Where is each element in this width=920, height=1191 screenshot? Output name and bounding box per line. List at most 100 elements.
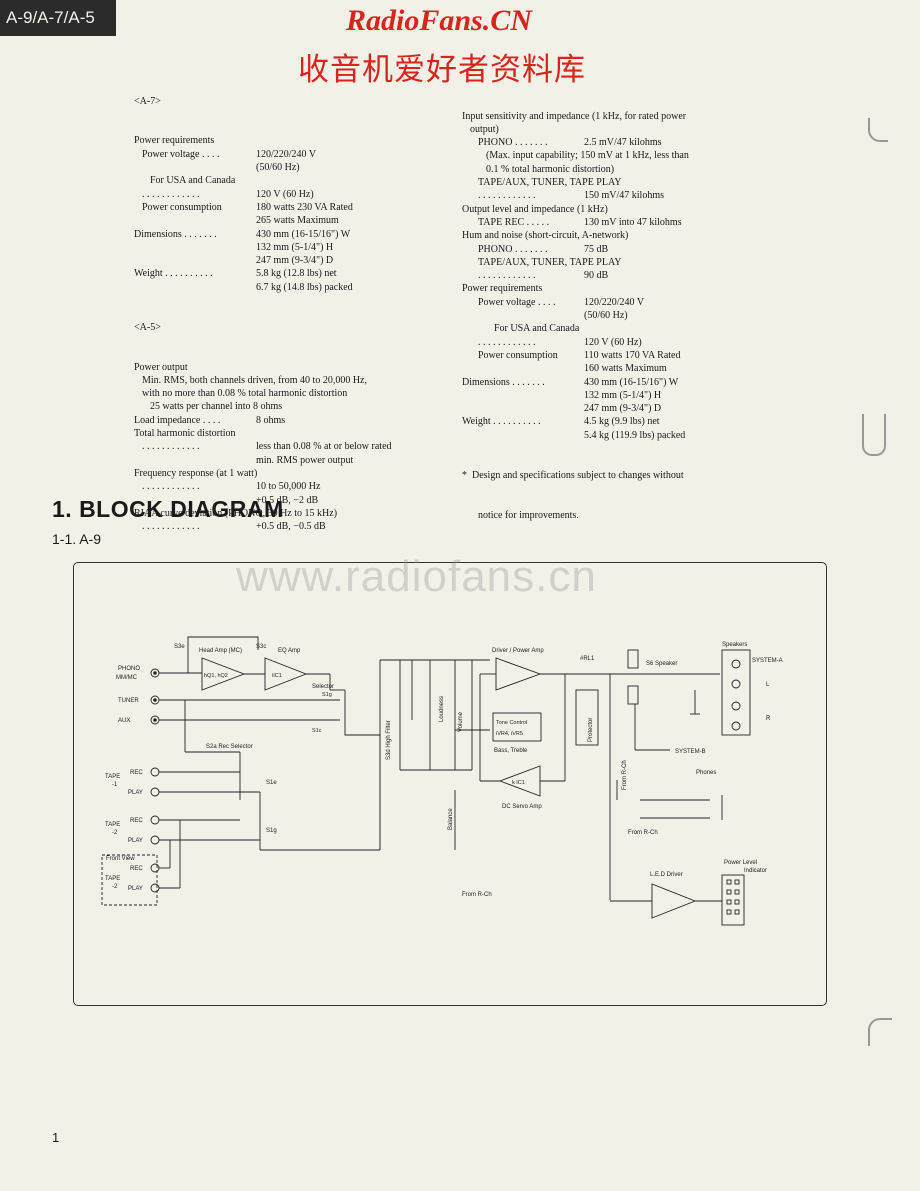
spec-value: +0.5 dB, −2 dB: [256, 494, 319, 506]
spec-row: Input sensitivity and impedance (1 kHz, …: [462, 110, 762, 123]
spec-label: RIAA curve deviation (PHONO, 30 Hz to 15…: [134, 507, 338, 519]
spec-label: 0.1 % total harmonic distortion): [486, 163, 615, 175]
spec-label: Frequency response (at 1 watt): [134, 467, 258, 479]
site-watermark-chinese: 收音机爱好者资料库: [298, 52, 586, 88]
spec-row: +0.5 dB, −2 dB: [134, 494, 454, 507]
spec-value: 132 mm (5-1/4") H: [584, 389, 662, 401]
spec-value: 6.7 kg (14.8 lbs) packed: [256, 281, 353, 293]
binder-hole-mid: [862, 414, 886, 456]
spec-row: (50/60 Hz): [462, 309, 762, 322]
spec-label: PHONO . . . . . . .: [478, 137, 548, 149]
spec-row: Load impedance . . . .8 ohms: [134, 414, 454, 427]
spec-row: PHONO . . . . . . . 2.5 mV/47 kilohms: [462, 136, 762, 149]
spec-value: 75 dB: [584, 243, 609, 255]
spec-row: Power voltage . . . . 120/220/240 V: [462, 296, 762, 309]
spec-value: 150 mV/47 kilohms: [584, 190, 665, 202]
spec-value: 160 watts Maximum: [584, 363, 667, 375]
spec-row: Frequency response (at 1 watt): [134, 467, 454, 480]
spec-row: 25 watts per channel into 8 ohms: [134, 400, 454, 413]
a7-title: <A-7>: [134, 95, 161, 107]
section-heading: 1. BLOCK DIAGRAM: [52, 496, 284, 522]
spec-value: 120/220/240 V: [256, 148, 317, 160]
spec-value: 120/220/240 V: [584, 296, 645, 308]
spec-label: output): [470, 123, 499, 135]
spec-note-1: * Design and specifications subject to c…: [462, 469, 684, 481]
spec-label: Dimensions . . . . . . .: [134, 228, 217, 240]
binder-hole-top: [868, 118, 888, 142]
spec-label: For USA and Canada: [494, 323, 580, 335]
section-subheading: 1-1. A-9: [52, 531, 102, 547]
spec-value: 120 V (60 Hz): [256, 188, 314, 200]
spec-value: 90 dB: [584, 270, 609, 282]
spec-row: Power voltage . . . . 120/220/240 V: [134, 148, 454, 161]
spec-row: . . . . . . . . . . . . 120 V (60 Hz): [462, 336, 762, 349]
spec-value: 2.5 mV/47 kilohms: [584, 137, 662, 149]
spec-value: 8 ohms: [256, 414, 286, 426]
spec-label: Min. RMS, both channels driven, from 40 …: [142, 374, 367, 386]
spec-label: . . . . . . . . . . . .: [142, 521, 200, 533]
spec-note-2: notice for improvements.: [478, 509, 579, 521]
spec-row: . . . . . . . . . . . . 150 mV/47 kilohms: [462, 189, 762, 202]
spec-value: 10 to 50,000 Hz: [256, 481, 321, 493]
spec-row: TAPE/AUX, TUNER, TAPE PLAY: [462, 256, 762, 269]
spec-label: Power voltage . . . .: [142, 148, 220, 160]
spec-value: +0.5 dB, −0.5 dB: [256, 521, 326, 533]
spec-row: Dimensions . . . . . . .430 mm (16-15/16…: [462, 376, 762, 389]
spec-label: 25 watts per channel into 8 ohms: [150, 401, 283, 413]
spec-row: (50/60 Hz): [134, 161, 454, 174]
spec-row: Power output: [134, 361, 454, 374]
spec-row: 247 mm (9-3/4") D: [462, 402, 762, 415]
spec-label: For USA and Canada: [150, 175, 236, 187]
spec-label: Power requirements: [462, 283, 543, 295]
model-tab: A-9/A-7/A-5: [0, 0, 116, 36]
spec-value: min. RMS power output: [256, 454, 354, 466]
spec-row: RIAA curve deviation (PHONO, 30 Hz to 15…: [134, 507, 454, 520]
binder-hole-bottom: [868, 1018, 892, 1046]
spec-row: . . . . . . . . . . . . 90 dB: [462, 269, 762, 282]
spec-value: 120 V (60 Hz): [584, 336, 642, 348]
spec-row: . . . . . . . . . . . .10 to 50,000 Hz: [134, 480, 454, 493]
spec-row: 5.4 kg (119.9 lbs) packed: [462, 429, 762, 442]
spec-label: . . . . . . . . . . . .: [478, 270, 536, 282]
spec-label: Hum and noise (short-circuit, A-network): [462, 230, 629, 242]
spec-label: Power voltage . . . .: [478, 296, 556, 308]
spec-row: Output level and impedance (1 kHz): [462, 203, 762, 216]
spec-value: 4.5 kg (9.9 lbs) net: [584, 416, 660, 428]
site-watermark: RadioFans.CN: [346, 4, 532, 37]
spec-row: Power requirements: [134, 134, 454, 147]
spec-value: 5.8 kg (12.8 lbs) net: [256, 268, 337, 280]
spec-row: Dimensions . . . . . . . 430 mm (16-15/16…: [134, 228, 454, 241]
spec-row: 160 watts Maximum: [462, 362, 762, 375]
a9-spec-rows: Input sensitivity and impedance (1 kHz, …: [462, 110, 762, 442]
spec-row: Weight . . . . . . . . . . 4.5 kg (9.9 lb…: [462, 415, 762, 428]
spec-value: 247 mm (9-3/4") D: [256, 255, 334, 267]
spec-label: Total harmonic distortion: [134, 428, 236, 440]
spec-row: Weight . . . . . . . . . . 5.8 kg (12.8 l…: [134, 267, 454, 280]
spec-row: TAPE REC . . . . .130 mV into 47 kilohms: [462, 216, 762, 229]
spec-label: Power consumption: [142, 201, 222, 213]
spec-row: 247 mm (9-3/4") D: [134, 254, 454, 267]
spec-label: with no more than 0.08 % total harmonic …: [142, 388, 348, 400]
spec-row: Power requirements: [462, 282, 762, 295]
spec-row: Hum and noise (short-circuit, A-network): [462, 229, 762, 242]
spec-value: 430 mm (16-15/16") W: [256, 228, 351, 240]
spec-value: 430 mm (16-15/16") W: [584, 376, 679, 388]
spec-value: less than 0.08 % at or below rated: [256, 441, 392, 453]
spec-label: . . . . . . . . . . . .: [478, 190, 536, 202]
spec-row: 132 mm (5-1/4") H: [134, 241, 454, 254]
spec-row: . . . . . . . . . . . . +0.5 dB, −0.5 dB: [134, 520, 454, 533]
spec-label: Weight . . . . . . . . . .: [134, 268, 213, 280]
spec-value: (50/60 Hz): [256, 162, 300, 174]
spec-row: with no more than 0.08 % total harmonic …: [134, 387, 454, 400]
spec-row: TAPE/AUX, TUNER, TAPE PLAY: [462, 176, 762, 189]
spec-label: TAPE/AUX, TUNER, TAPE PLAY: [478, 256, 622, 268]
spec-row: 132 mm (5-1/4") H: [462, 389, 762, 402]
spec-label: Weight . . . . . . . . . .: [462, 416, 541, 428]
spec-value: (50/60 Hz): [584, 310, 628, 322]
spec-label: . . . . . . . . . . . .: [478, 336, 536, 348]
page-number: 1: [52, 1130, 60, 1145]
